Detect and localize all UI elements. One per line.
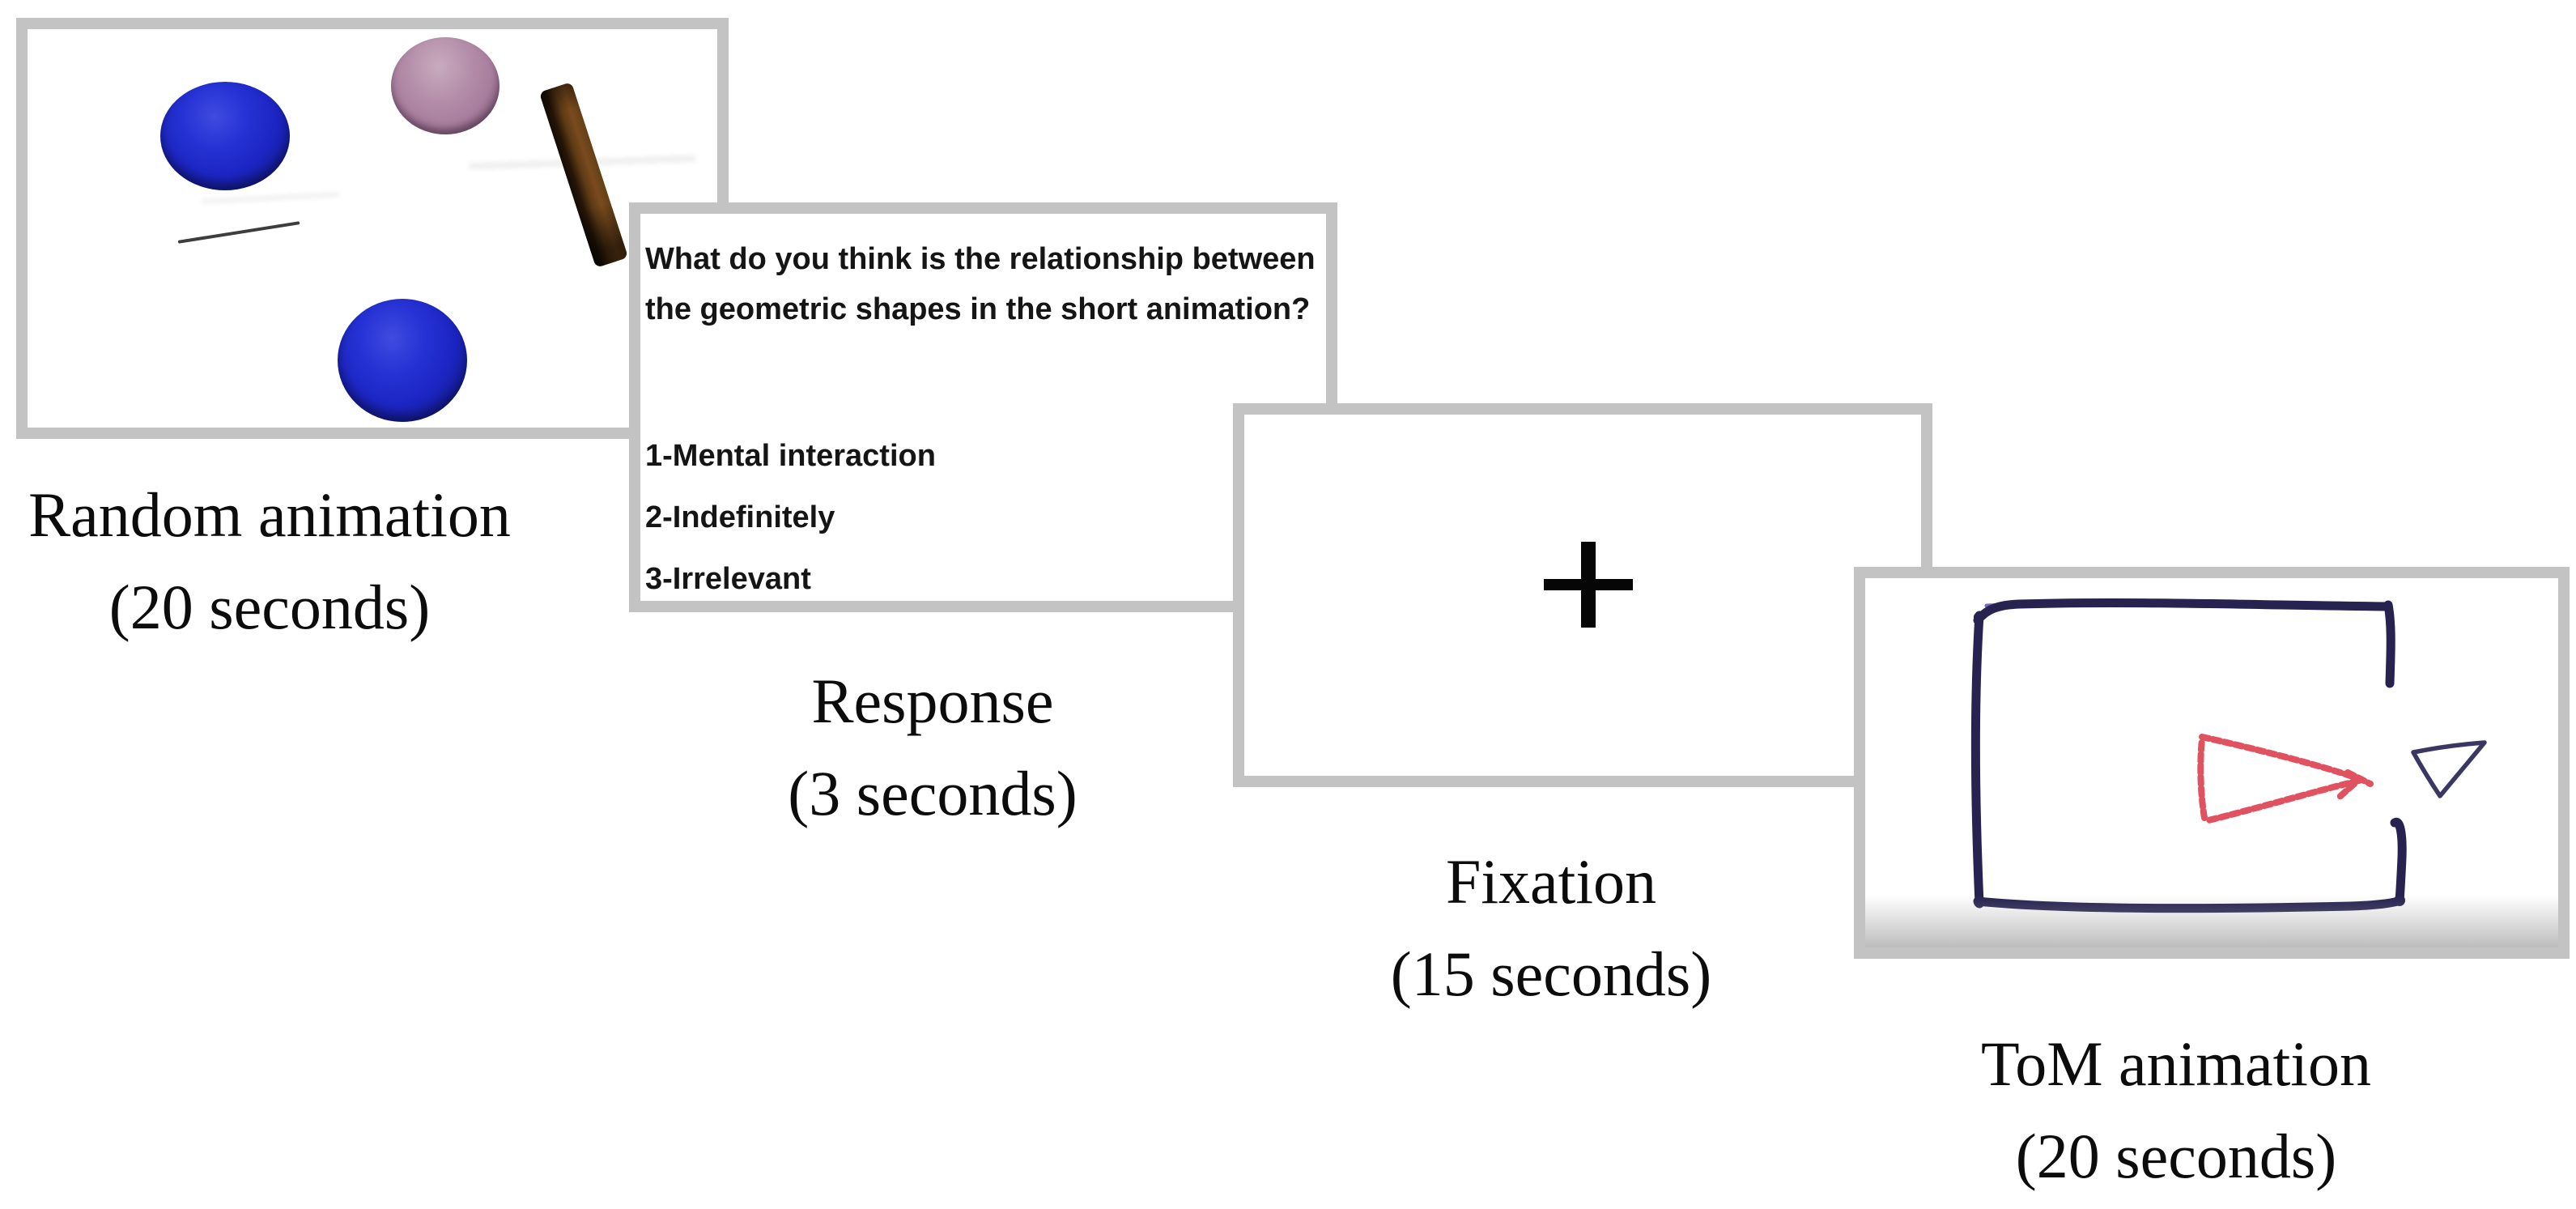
caption-title: Response [811, 666, 1054, 736]
option-irrelevant: 3-Irrelevant [645, 562, 811, 596]
bottom-gradient-shading [1865, 896, 2558, 947]
caption-title: Random animation [28, 479, 511, 550]
blue-circle-large [160, 82, 290, 190]
caption-response: Response (3 seconds) [625, 655, 1240, 840]
caption-duration: (15 seconds) [1390, 939, 1712, 1009]
tom-animation-drawing [1971, 598, 2487, 913]
caption-duration: (20 seconds) [108, 572, 431, 642]
panel-tom-animation [1854, 567, 2570, 959]
panel-fixation [1233, 403, 1932, 787]
option-mental-interaction: 1-Mental interaction [645, 439, 936, 473]
caption-random-animation: Random animation (20 seconds) [0, 469, 577, 653]
option-indefinitely: 2-Indefinitely [645, 500, 835, 534]
response-question: What do you think is the relationship be… [645, 234, 1319, 334]
caption-title: ToM animation [1981, 1028, 2371, 1099]
response-options: 1-Mental interaction 2-Indefinitely 3-Ir… [645, 425, 1212, 610]
pink-circle [391, 37, 499, 134]
panel-random-animation [16, 18, 729, 439]
red-triangle [2197, 734, 2374, 824]
caption-title: Fixation [1445, 846, 1656, 917]
fixation-cross-icon [1544, 579, 1633, 590]
faint-motion-streak [201, 191, 340, 205]
blue-circle-bottom [338, 299, 467, 422]
thin-line [177, 221, 300, 244]
small-navy-triangle [2411, 740, 2487, 798]
caption-duration: (3 seconds) [788, 758, 1078, 828]
question-line-2: the geometric shapes in the short animat… [645, 292, 1311, 326]
hand-drawn-box [1971, 598, 2407, 913]
caption-duration: (20 seconds) [2015, 1121, 2337, 1191]
panel-response: What do you think is the relationship be… [629, 202, 1337, 612]
caption-fixation: Fixation (15 seconds) [1243, 836, 1859, 1020]
question-line-1: What do you think is the relationship be… [645, 242, 1316, 276]
box-corner-ink-blobs [1974, 602, 2405, 908]
caption-tom-animation: ToM animation (20 seconds) [1868, 1018, 2484, 1203]
